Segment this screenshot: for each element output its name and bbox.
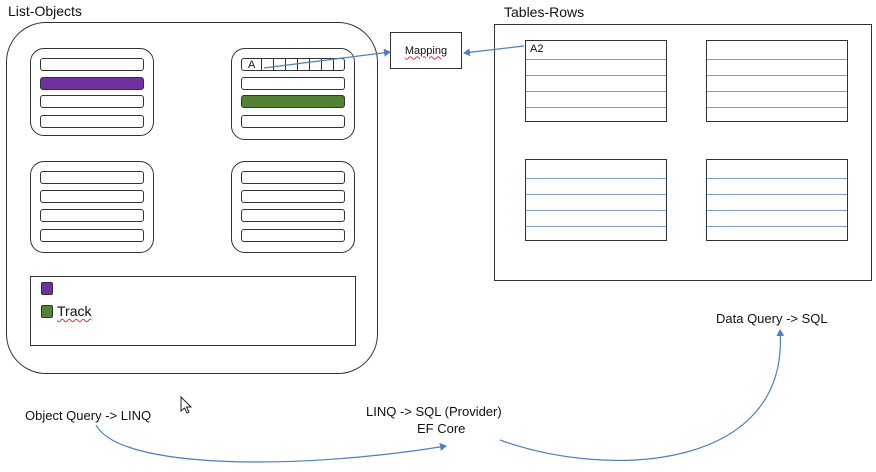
table-row-line	[526, 178, 666, 179]
object-field	[40, 95, 144, 108]
table-row-line	[707, 210, 847, 211]
list-objects-title: List-Objects	[8, 3, 82, 19]
table-row-line	[707, 226, 847, 227]
data-query-label: Data Query -> SQL	[716, 311, 828, 326]
object-group-3	[30, 161, 154, 253]
db-table-3	[525, 159, 667, 241]
table-row-line	[707, 75, 847, 76]
object-field	[241, 77, 345, 90]
object-field	[241, 115, 345, 128]
object-field	[241, 171, 345, 184]
object-field	[241, 190, 345, 203]
table-to-mapping-arrow	[463, 45, 525, 57]
mapping-label: Mapping	[404, 44, 448, 57]
table-row-line	[526, 194, 666, 195]
db-table-2	[706, 40, 848, 122]
object-field	[40, 190, 144, 203]
object-field	[40, 171, 144, 184]
table-row-line	[707, 178, 847, 179]
table-row-line	[526, 75, 666, 76]
table-row-line	[707, 107, 847, 108]
tables-rows-title: Tables-Rows	[504, 4, 585, 20]
provider-label-line2: EF Core	[417, 421, 466, 436]
object-field	[40, 58, 144, 71]
object-field	[40, 209, 144, 222]
object-query-to-provider-arrow	[95, 424, 447, 463]
db-table-1: A2	[525, 40, 667, 122]
object-field	[241, 209, 345, 222]
legend-box: Track	[30, 276, 356, 346]
table-row-line	[526, 210, 666, 211]
legend-swatch-green	[41, 305, 53, 318]
table-row-line	[707, 194, 847, 195]
table-row-line	[526, 107, 666, 108]
object-field	[241, 229, 345, 242]
tables-rows-container: A2	[494, 24, 872, 281]
mouse-cursor-icon	[180, 395, 193, 414]
table-row-line	[707, 91, 847, 92]
provider-label-line1: LINQ -> SQL (Provider)	[366, 404, 502, 419]
object-field-green	[241, 95, 345, 108]
table-row-line	[707, 59, 847, 60]
table-row-line	[526, 91, 666, 92]
legend-swatch-purple	[41, 282, 53, 295]
object-query-label: Object Query -> LINQ	[25, 408, 152, 423]
table-row-line	[526, 226, 666, 227]
object-field-purple	[40, 77, 144, 90]
object-to-mapping-arrow	[263, 48, 391, 69]
object-field-text: A	[248, 59, 256, 71]
db-table-4	[706, 159, 848, 241]
list-objects-container	[6, 22, 378, 374]
object-field	[40, 229, 144, 242]
object-group-1	[30, 48, 154, 136]
object-group-4	[231, 161, 355, 253]
object-field	[40, 115, 144, 128]
db-table-cell-text: A2	[530, 43, 544, 55]
table-row-line	[526, 59, 666, 60]
legend-track-label: Track	[57, 303, 92, 319]
provider-to-data-query-arrow	[499, 329, 785, 461]
